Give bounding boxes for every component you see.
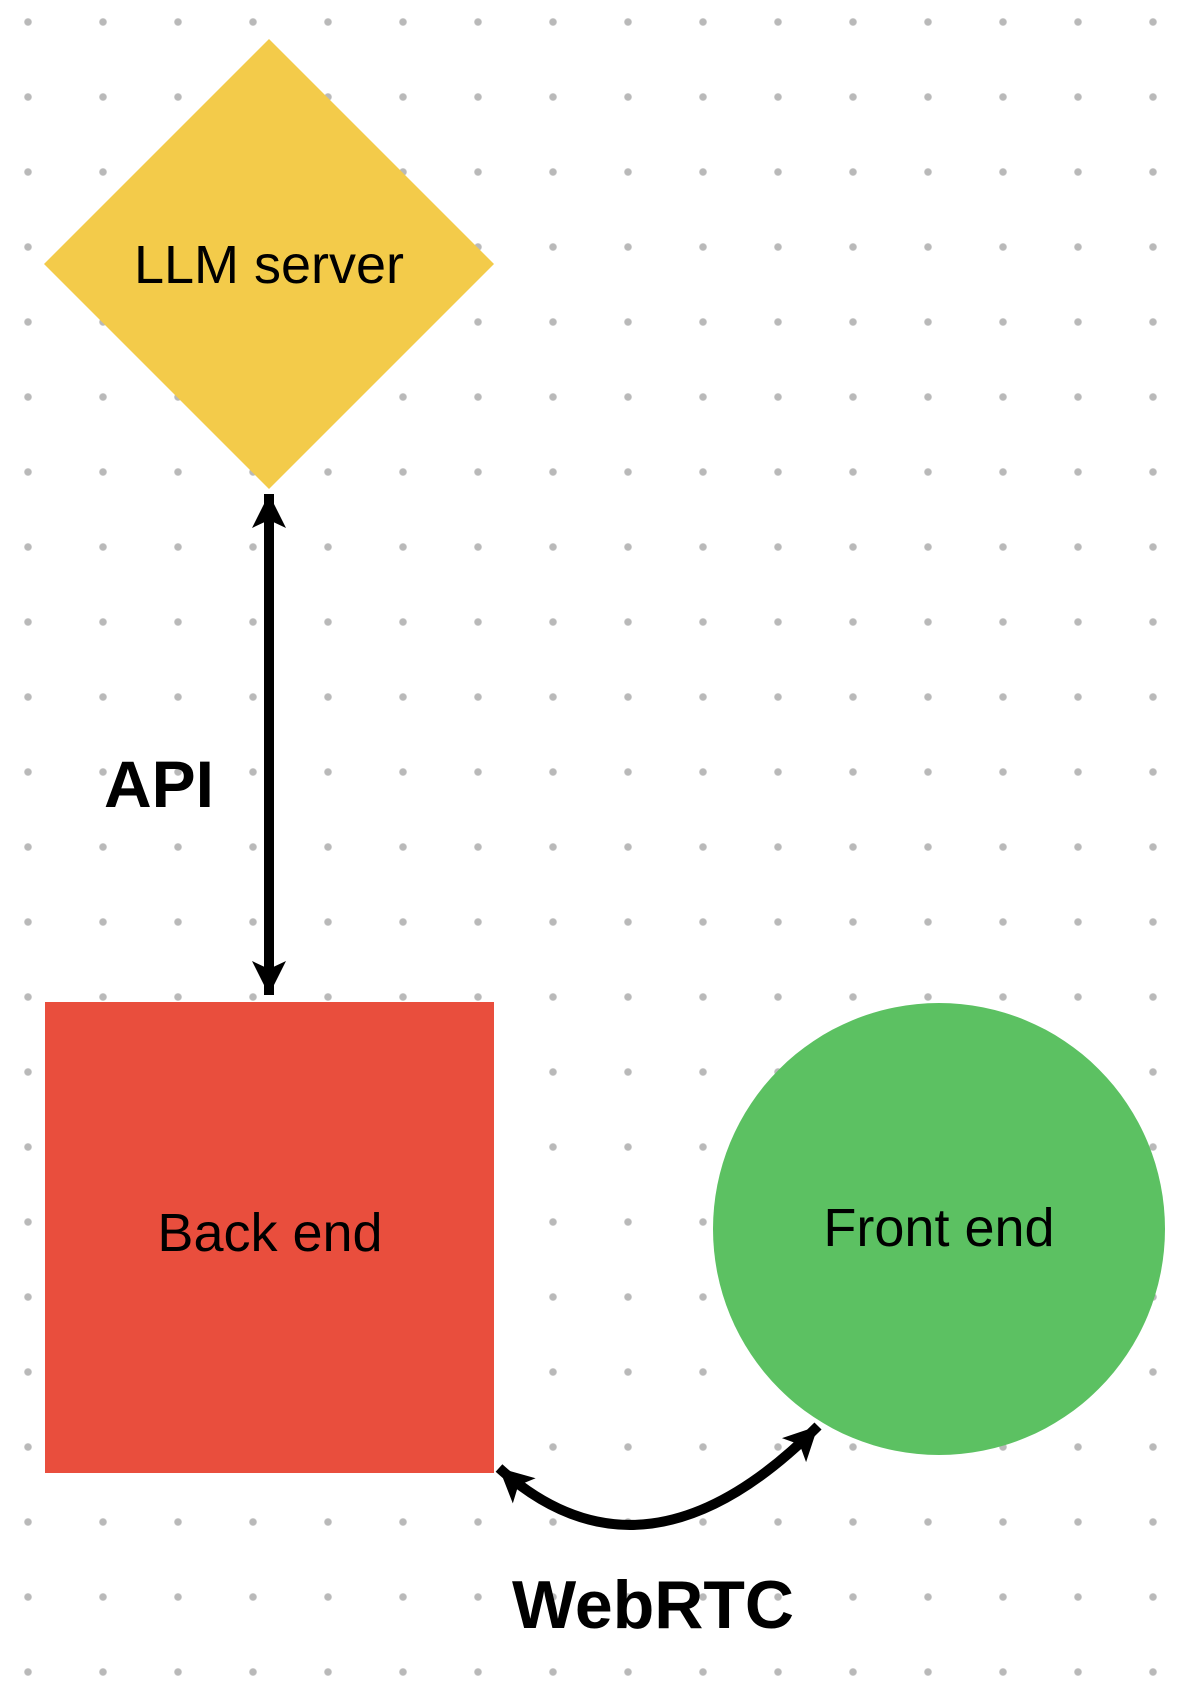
llm-server-label: LLM server (134, 235, 404, 295)
api-edge-label: API (104, 747, 214, 821)
front-end-label: Front end (823, 1198, 1054, 1258)
back-end-square[interactable] (45, 1002, 494, 1473)
llm-server-diamond[interactable] (44, 39, 494, 489)
webrtc-edge-label: WebRTC (512, 1567, 794, 1643)
webrtc-connector-arrow[interactable] (495, 1422, 822, 1530)
back-end-label: Back end (157, 1203, 382, 1263)
front-end-circle[interactable] (713, 1003, 1165, 1455)
